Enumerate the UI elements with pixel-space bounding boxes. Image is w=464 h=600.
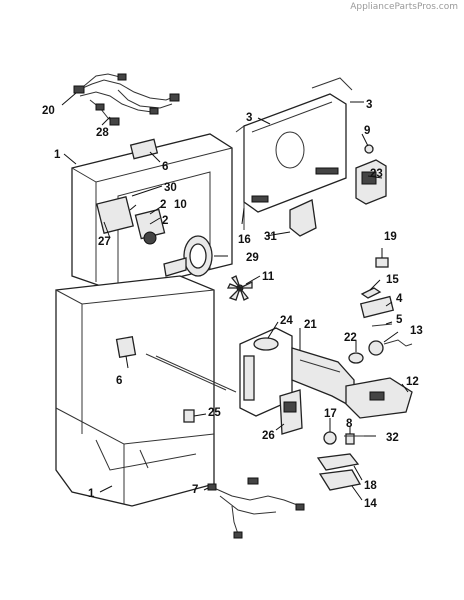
callout-9: 9 bbox=[364, 125, 370, 137]
callout-labels: 20 28 3 3 9 1 6 23 30 2 10 2 27 16 31 19… bbox=[42, 99, 423, 510]
control-parts-right bbox=[345, 257, 413, 419]
evaporator-cover-panel bbox=[235, 77, 353, 230]
callout-3b: 3 bbox=[366, 99, 372, 111]
callout-11: 11 bbox=[262, 271, 275, 283]
callout-7: 7 bbox=[192, 484, 198, 496]
callout-19: 19 bbox=[384, 231, 397, 243]
control-housing-part23 bbox=[355, 144, 387, 205]
fresh-food-liner bbox=[55, 275, 237, 507]
knob-part19 bbox=[375, 257, 389, 268]
light-assembly bbox=[316, 431, 364, 491]
callout-28: 28 bbox=[96, 127, 109, 139]
callout-2a: 2 bbox=[160, 199, 166, 211]
callout-27: 27 bbox=[98, 236, 111, 248]
callout-21: 21 bbox=[304, 319, 317, 331]
callout-32: 32 bbox=[386, 432, 399, 444]
callout-20: 20 bbox=[42, 105, 55, 117]
callout-1a: 1 bbox=[54, 149, 61, 161]
callout-24: 24 bbox=[280, 315, 293, 327]
air-diffuser-part31 bbox=[289, 199, 317, 237]
callout-3a: 3 bbox=[246, 112, 252, 124]
callout-14: 14 bbox=[364, 498, 377, 510]
callout-30: 30 bbox=[164, 182, 177, 194]
callout-13: 13 bbox=[410, 325, 423, 337]
callout-23: 23 bbox=[370, 168, 383, 180]
callout-leaders bbox=[61, 92, 409, 501]
callout-10: 10 bbox=[174, 199, 187, 211]
callout-22: 22 bbox=[344, 332, 357, 344]
callout-31: 31 bbox=[264, 231, 277, 243]
evaporator-fan-assembly bbox=[96, 196, 253, 301]
air-duct-housing bbox=[239, 327, 355, 435]
callout-18: 18 bbox=[364, 480, 377, 492]
callout-16: 16 bbox=[238, 234, 251, 246]
callout-2b: 2 bbox=[162, 215, 168, 227]
callout-17: 17 bbox=[324, 408, 337, 420]
callout-29: 29 bbox=[246, 252, 259, 264]
wire-harness-lower bbox=[207, 477, 305, 539]
callout-15: 15 bbox=[386, 274, 399, 286]
callout-4: 4 bbox=[396, 293, 403, 305]
callout-12: 12 bbox=[406, 376, 419, 388]
callout-1b: 1 bbox=[88, 488, 95, 500]
callout-6b: 6 bbox=[116, 375, 122, 387]
source-watermark: AppliancePartsPros.com bbox=[350, 2, 458, 12]
callout-6a: 6 bbox=[162, 161, 168, 173]
fan-blade-part11 bbox=[226, 275, 253, 301]
callout-8: 8 bbox=[346, 418, 353, 430]
callout-25: 25 bbox=[208, 407, 221, 419]
callout-26: 26 bbox=[262, 430, 275, 442]
callout-5: 5 bbox=[396, 314, 403, 326]
wire-harness-upper bbox=[73, 73, 180, 126]
